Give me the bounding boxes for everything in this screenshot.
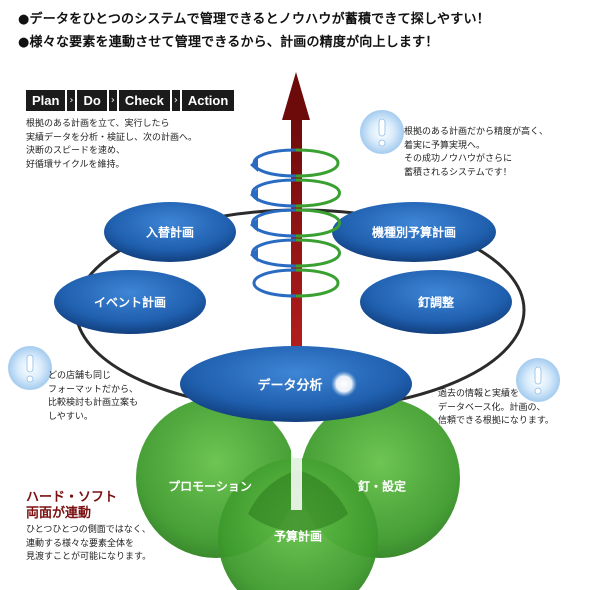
bubble-event-plan (54, 270, 206, 334)
label-promotion: プロモーション (168, 479, 252, 494)
pdca-separator: › (108, 90, 117, 111)
pdca-check: Check (118, 90, 170, 111)
note-bottom-left: ひとつひとつの側面ではなく、 連動する様々な要素全体を 見渡すことが可能になりま… (26, 525, 152, 562)
bubble-data-analysis (180, 346, 412, 422)
note-bottom-left-title: ハード・ソフト 両面が連動 (26, 490, 118, 521)
label-event-plan: イベント計画 (93, 295, 167, 310)
note-top-left: 根拠のある計画を立て、実行したら 実績データを分析・検証し、次の計画へ。 決断の… (26, 119, 198, 170)
pdca-action: Action (181, 90, 235, 111)
bubble-model-budget (332, 202, 496, 262)
bubble-replacement-plan (104, 202, 236, 262)
label-budget-plan: 予算計画 (273, 529, 323, 544)
note-top-right: 根拠のある計画だから精度が高く、 着実に予算実現へ。 その成功ノウハウがさらに … (404, 127, 549, 178)
glow-icon (331, 371, 357, 397)
label-data-analysis: データ分析 (257, 378, 323, 394)
label-replacement-plan: 入替計画 (145, 225, 195, 240)
green-circles (136, 398, 460, 590)
pdca-do: Do (77, 90, 107, 111)
up-arrow-shaft (291, 118, 302, 348)
pdca-bar: Plan › Do › Check › Action (26, 90, 235, 111)
exclamation-icon (360, 110, 404, 154)
headline-2: ●様々な要素を連動させて管理できるから、計画の精度が向上します！ (18, 35, 439, 50)
note-mid-right: 過去の情報と実績を データベース化。計画の、 信頼できる根拠になります。 (438, 389, 554, 426)
up-arrow-icon (282, 72, 310, 120)
spiral-coils (250, 148, 341, 298)
bubble-nail-adjust (360, 270, 512, 334)
arrow-fade (291, 420, 302, 510)
pdca-separator: › (171, 90, 180, 111)
label-model-budget-plan: 機種別予算計画 (371, 225, 457, 240)
label-nail-setting: 釘・設定 (357, 479, 407, 494)
pdca-plan: Plan (26, 90, 66, 111)
headline-1: ●データをひとつのシステムで管理できるとノウハウが蓄積できて探しやすい！ (18, 12, 490, 27)
note-mid-left: どの店舗も同じ フォーマットだから、 比較検討も計画立案も しやすい。 (48, 371, 139, 422)
exclamation-icon (516, 358, 560, 402)
label-nail-adjust: 釘調整 (417, 295, 455, 310)
exclamation-icon (8, 346, 52, 390)
pdca-separator: › (67, 90, 76, 111)
